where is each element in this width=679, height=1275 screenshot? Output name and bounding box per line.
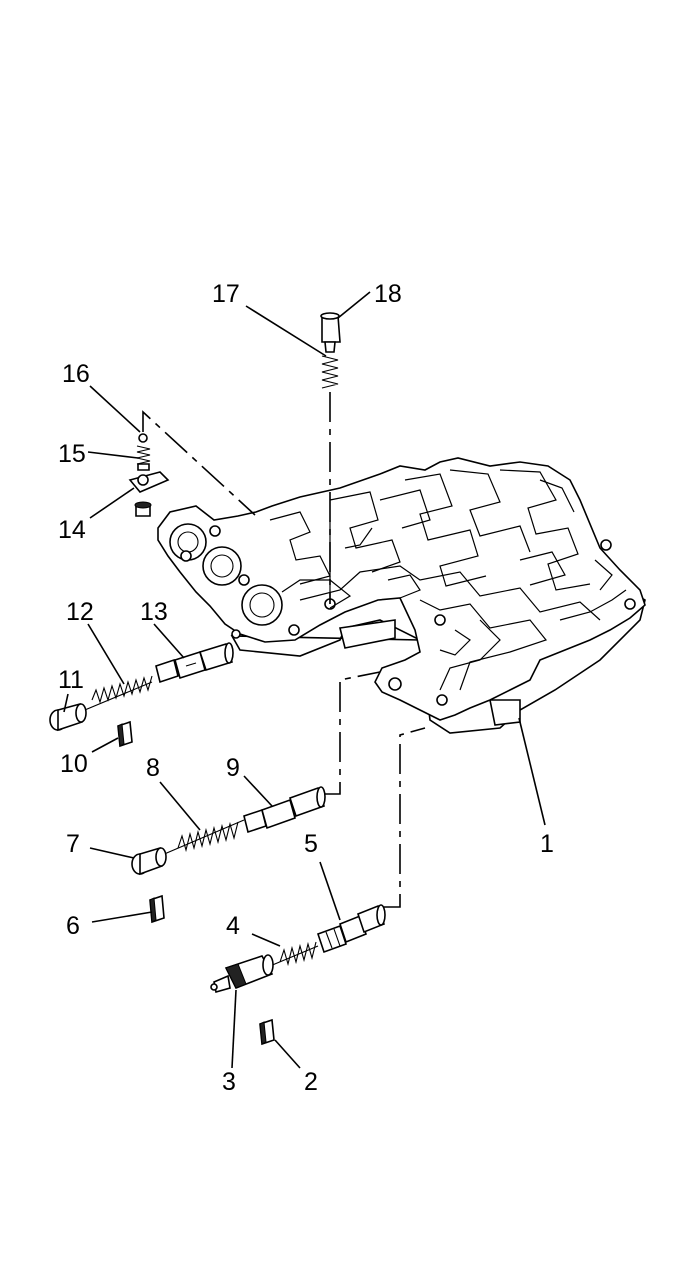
part-17-spring — [321, 355, 339, 389]
callout-5: 5 — [304, 830, 318, 858]
part-14-retainer — [128, 471, 170, 517]
leader-6 — [91, 911, 153, 923]
callout-14: 14 — [58, 516, 86, 544]
callout-8: 8 — [146, 754, 160, 782]
leader-11 — [63, 693, 69, 713]
leader-8 — [159, 781, 201, 831]
leader-14 — [89, 487, 135, 519]
part-12-spring — [79, 675, 153, 713]
leader-lines — [63, 291, 546, 1069]
leader-13 — [153, 623, 185, 659]
leader-7 — [89, 847, 135, 859]
part-9-valve — [243, 786, 326, 834]
part-4-spring — [269, 941, 319, 967]
part-13-valve — [155, 642, 234, 684]
leader-5 — [319, 861, 341, 921]
leader-18 — [337, 291, 371, 319]
callout-3: 3 — [222, 1068, 236, 1096]
callout-6: 6 — [66, 912, 80, 940]
callout-13: 13 — [140, 598, 168, 626]
part-3-solenoid — [210, 954, 274, 994]
leader-10 — [91, 737, 119, 753]
callout-18: 18 — [374, 280, 402, 308]
leader-16 — [89, 385, 141, 433]
callout-2: 2 — [304, 1068, 318, 1096]
leader-4 — [251, 933, 281, 947]
leader-17 — [245, 305, 327, 357]
part-6-retainer — [149, 894, 165, 924]
callout-15: 15 — [58, 440, 86, 468]
leader-3 — [231, 989, 237, 1069]
callout-1: 1 — [540, 830, 554, 858]
callout-9: 9 — [226, 754, 240, 782]
part-16-check-ball — [138, 433, 148, 443]
leader-1 — [518, 717, 546, 826]
callout-4: 4 — [226, 912, 240, 940]
leader-12 — [87, 623, 125, 685]
part-2-retainer — [259, 1018, 275, 1046]
callout-16: 16 — [62, 360, 90, 388]
leader-9 — [243, 775, 273, 807]
callout-labels: 1 2 3 4 5 6 7 8 9 10 11 12 13 14 15 16 1… — [58, 280, 554, 1096]
part-5-valve — [316, 904, 386, 954]
part-18-plug — [320, 312, 341, 353]
callout-17: 17 — [212, 280, 240, 308]
part-10-retainer — [117, 720, 133, 748]
assembly-centerlines — [142, 392, 426, 908]
leader-2 — [274, 1039, 301, 1069]
part-11-plug — [49, 702, 87, 732]
part-8-spring — [161, 819, 245, 856]
callout-11: 11 — [58, 666, 84, 694]
callout-10: 10 — [60, 750, 88, 778]
leader-15 — [87, 451, 139, 459]
part-7-plug — [131, 846, 167, 876]
valve-body — [157, 457, 646, 734]
callout-7: 7 — [66, 830, 80, 858]
part-15-spring — [136, 445, 151, 471]
callout-12: 12 — [66, 598, 94, 626]
